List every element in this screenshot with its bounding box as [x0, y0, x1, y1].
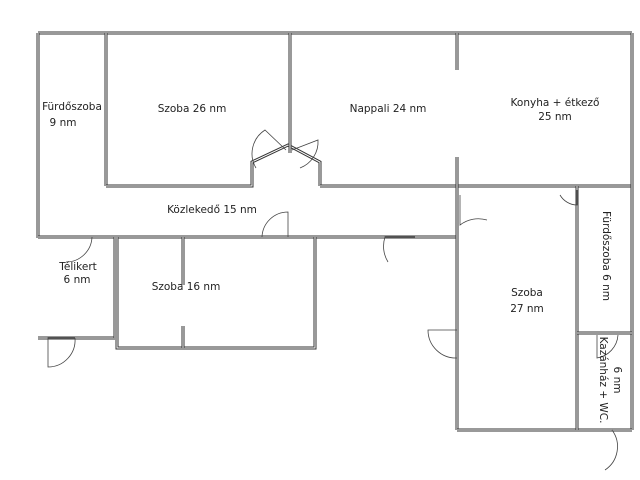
door-swing [604, 429, 618, 471]
door-swing [459, 195, 488, 226]
door-swing [559, 190, 578, 206]
room-kozlekedo: Közlekedő 15 nm [167, 204, 257, 216]
door-swing [47, 337, 76, 368]
wall [116, 237, 316, 349]
room-name: Konyha + étkező [511, 97, 600, 109]
door-swing [383, 236, 415, 263]
room-kazanhaz: Kazánház + WC. 6 nm [597, 337, 623, 424]
room-furdoszoba-2: Fürdőszoba 6 nm [600, 211, 612, 301]
wall [106, 144, 321, 187]
door-swing [65, 236, 93, 263]
door-swing [427, 329, 458, 359]
room-szoba-27: Szoba 27 nm [510, 287, 544, 315]
wall [106, 143, 322, 188]
room-name: Szoba [511, 287, 543, 299]
door-swing [261, 211, 289, 238]
room-furdoszoba-1: Fürdőszoba 9 nm [42, 101, 102, 129]
room-area: 25 nm [538, 111, 572, 123]
room-konyha: Konyha + étkező 25 nm [511, 97, 600, 123]
room-area: 27 nm [510, 303, 544, 315]
room-area: 6 nm [611, 367, 623, 394]
doors [47, 129, 619, 471]
walls [36, 31, 634, 432]
room-nappali: Nappali 24 nm [350, 103, 427, 115]
room-area: 9 nm [50, 117, 77, 129]
room-szoba-16: Szoba 16 nm [152, 281, 221, 293]
door-swing [291, 139, 319, 169]
door-swing [596, 334, 619, 359]
room-name: Kazánház + WC. [597, 337, 609, 424]
room-name: Fürdőszoba [42, 101, 102, 113]
door-swing [251, 129, 287, 169]
room-name: Télikert [58, 261, 97, 273]
room-telikert: Télikert 6 nm [58, 261, 97, 286]
room-szoba-26: Szoba 26 nm [158, 103, 227, 115]
room-area: 6 nm [64, 274, 91, 286]
